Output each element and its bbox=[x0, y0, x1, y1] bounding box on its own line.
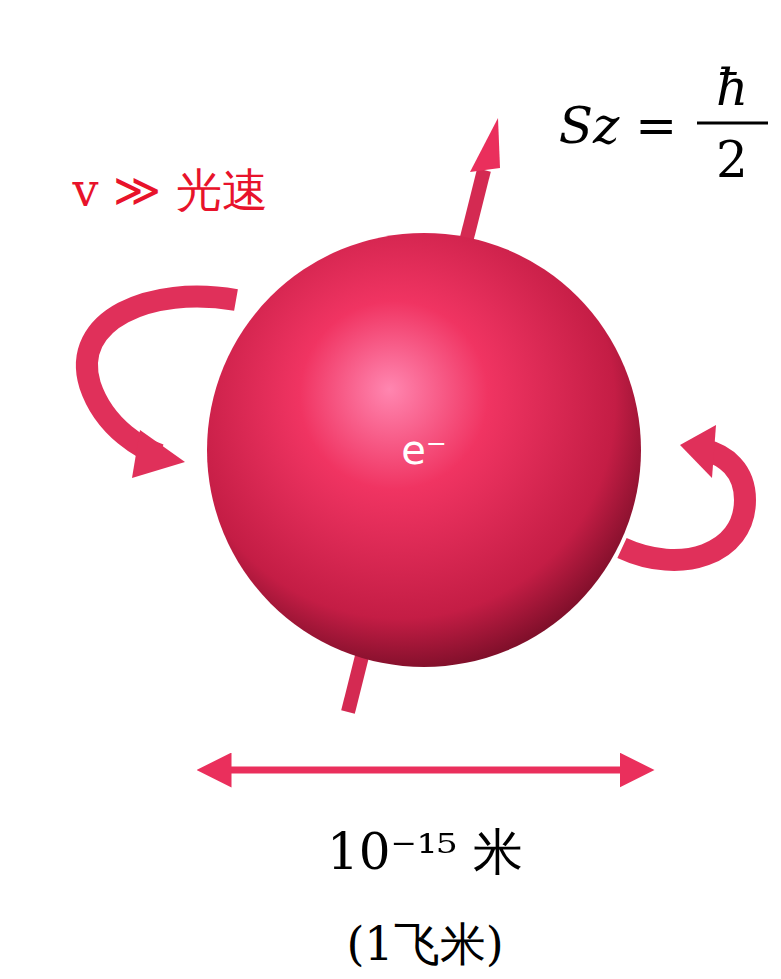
particle-label: e⁻ bbox=[401, 430, 447, 470]
electron-sphere: e⁻ bbox=[206, 232, 642, 668]
size-dimension: 10⁻¹⁵ 米 bbox=[327, 827, 523, 877]
size-dimension-unit: (1飞米) bbox=[346, 921, 503, 967]
rotation-arrowhead bbox=[132, 430, 185, 478]
rotation-arrowhead bbox=[680, 425, 716, 478]
spin-symbol: Sz = bbox=[559, 101, 677, 151]
rotation-arrow bbox=[622, 450, 745, 560]
fraction-numerator: ħ bbox=[716, 63, 748, 113]
sphere-body bbox=[207, 233, 641, 667]
fraction-denominator: 2 bbox=[716, 135, 748, 185]
spin-arrowhead bbox=[470, 118, 500, 172]
speed-note: v ≫ 光速 bbox=[72, 167, 267, 213]
fraction-bar bbox=[697, 122, 768, 125]
dimension-arrow bbox=[214, 767, 637, 774]
